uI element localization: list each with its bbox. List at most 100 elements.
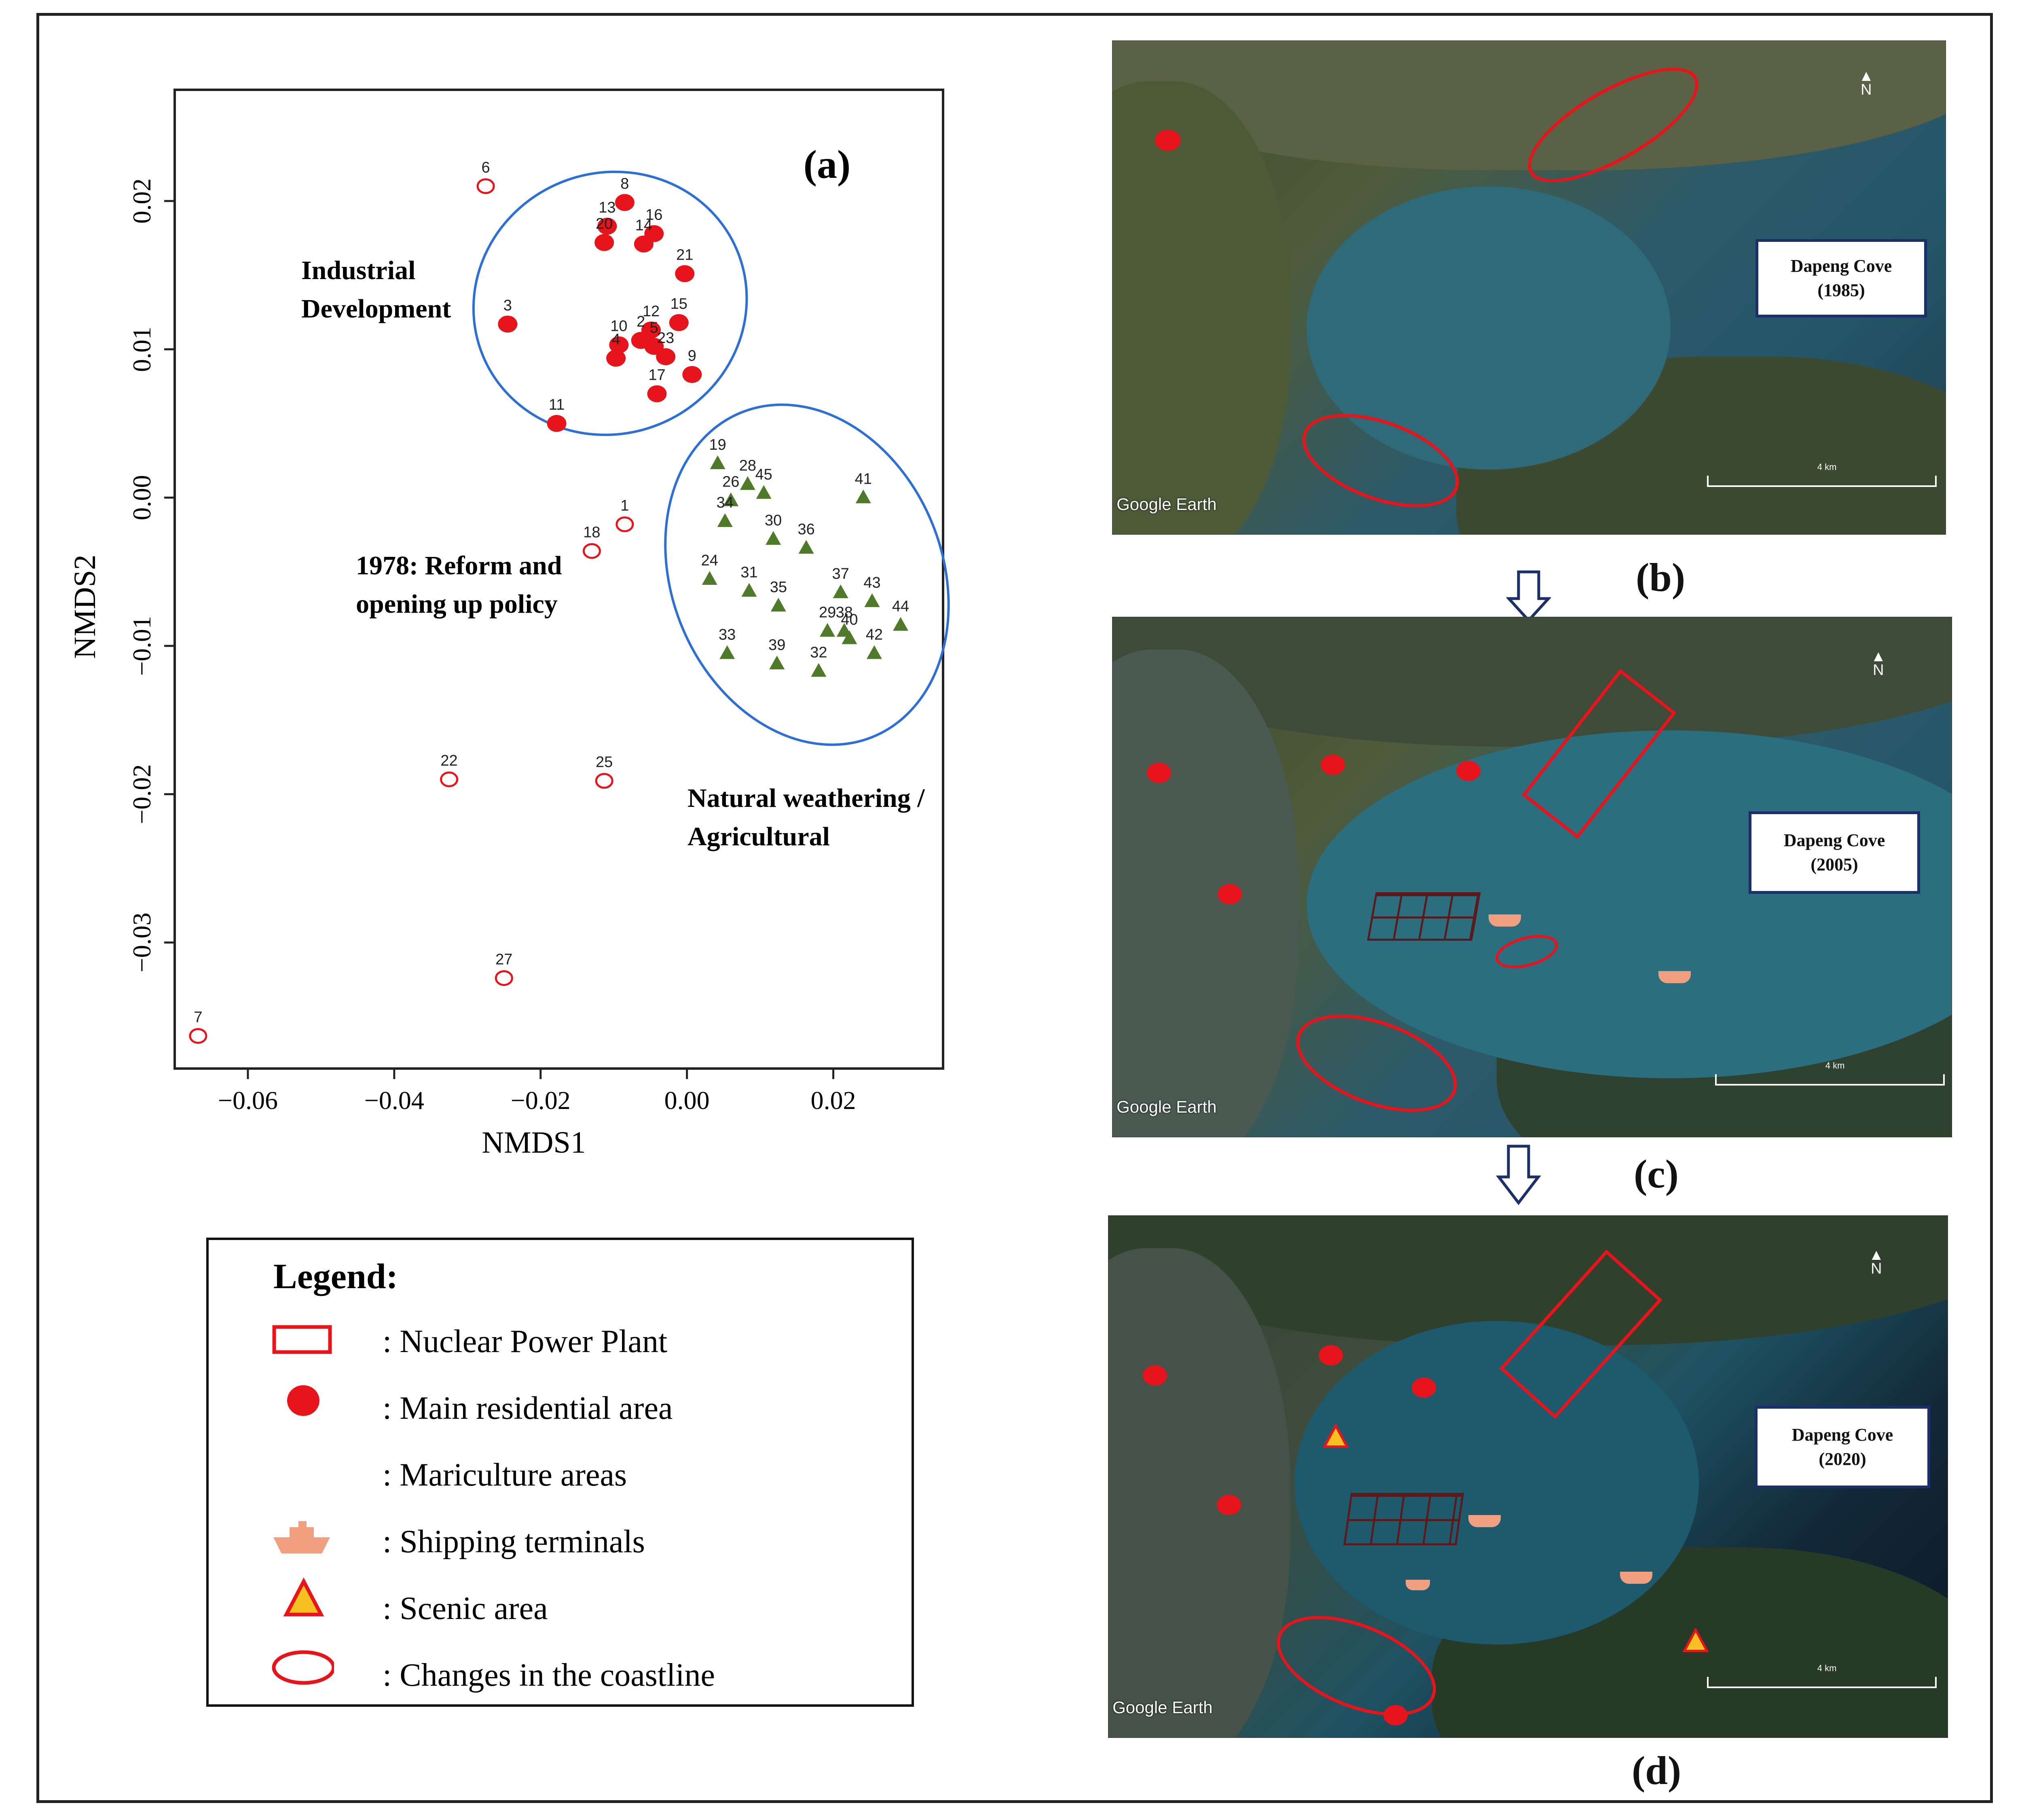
triangle-icon [283, 1577, 324, 1617]
ship-icon [1489, 914, 1521, 927]
annotation-reform-1: 1978: Reform and [356, 551, 562, 580]
annotation-industrial-2: Development [301, 294, 451, 324]
data-point [723, 492, 739, 506]
point-label: 26 [722, 474, 739, 491]
data-point [615, 194, 635, 211]
point-label: 20 [596, 216, 613, 233]
x-tick-label: −0.06 [218, 1086, 278, 1115]
point-label: 21 [676, 247, 693, 264]
data-point [866, 645, 882, 659]
data-point [675, 265, 695, 282]
legend-item-mariculture: : Mariculture areas [209, 1442, 912, 1503]
data-point [833, 584, 848, 598]
map-panel-c: Dapeng Cove (2005) ▲N 4 km Google Earth [1112, 617, 1952, 1137]
legend-item-coastline: : Changes in the coastline [209, 1642, 912, 1703]
point-label: 6 [481, 159, 490, 176]
nmds-scatter-plot: −0.06 −0.04 −0.02 0.00 0.02 0.02 0.01 0.00 −0.01… [68, 89, 950, 1160]
point-label: 30 [765, 512, 782, 529]
map-title-box: Dapeng Cove (1985) [1756, 239, 1927, 317]
data-point [702, 571, 717, 585]
panel-label-d: (d) [1632, 1748, 1681, 1793]
y-axis-label: NMDS2 [68, 554, 102, 659]
legend-label: : Changes in the coastline [383, 1657, 715, 1693]
scenic-area-icon [1683, 1628, 1709, 1652]
annotation-reform-2: opening up policy [356, 589, 558, 619]
ship-icon [1620, 1572, 1652, 1584]
point-label: 3 [503, 297, 512, 314]
x-tick-label: 0.00 [664, 1086, 710, 1115]
legend-item-residential: : Main residential area [209, 1376, 912, 1436]
point-label: 5 [650, 319, 658, 336]
residential-marker [1143, 1365, 1167, 1386]
point-label: 9 [688, 347, 696, 364]
data-point [547, 415, 567, 432]
point-label: 32 [810, 644, 827, 661]
data-point [594, 234, 614, 251]
group-ellipse [664, 403, 950, 746]
north-label: N [1871, 1260, 1882, 1277]
scale-label: 4 km [1817, 462, 1837, 472]
x-tick-label: −0.04 [364, 1086, 424, 1115]
data-point [770, 598, 786, 612]
scale-label: 4 km [1817, 1663, 1837, 1673]
point-label: 4 [612, 331, 620, 348]
ship-icon [273, 1521, 330, 1553]
point-label: 22 [440, 752, 457, 769]
y-tick-label: 0.01 [127, 327, 156, 372]
y-tick-label: 0.02 [127, 178, 156, 224]
group-ellipse [472, 170, 748, 436]
x-tick-label: −0.02 [511, 1086, 571, 1115]
point-label: 44 [892, 598, 909, 615]
data-point [476, 178, 495, 194]
scale-bar: 4 km [1707, 1663, 1937, 1688]
legend-title: Legend: [273, 1257, 398, 1296]
data-point [893, 617, 909, 631]
point-label: 14 [635, 217, 652, 234]
y-tick-label: −0.01 [127, 616, 156, 676]
data-point [634, 235, 654, 253]
data-point [710, 455, 725, 469]
data-point [189, 1028, 207, 1044]
data-point [656, 348, 676, 365]
y-tick-label: −0.02 [127, 764, 156, 824]
down-arrow-icon [1506, 570, 1551, 623]
point-label: 17 [648, 367, 665, 384]
data-point [582, 543, 601, 559]
point-label: 8 [620, 176, 629, 193]
point-label: 31 [740, 564, 757, 581]
x-tick-label: 0.02 [811, 1086, 856, 1115]
scenic-area-icon [1323, 1424, 1349, 1448]
point-label: 43 [863, 574, 880, 591]
map-year: (2005) [1810, 855, 1858, 874]
data-point [769, 656, 785, 669]
north-arrow-icon: ▲N [1859, 68, 1874, 98]
land-west [1113, 650, 1299, 1137]
x-axis-label: NMDS1 [482, 1126, 586, 1160]
mariculture-grid [1367, 892, 1481, 941]
panel-label-c: (c) [1634, 1151, 1679, 1196]
point-label: 28 [739, 457, 756, 474]
point-label: 42 [866, 626, 883, 643]
y-tick-label: −0.03 [127, 912, 156, 972]
land-west [1108, 1248, 1290, 1737]
data-point [644, 338, 664, 355]
scale-bar: 4 km [1707, 462, 1937, 487]
ship-icon [1468, 1515, 1501, 1527]
scale-label: 4 km [1825, 1060, 1845, 1071]
point-label: 37 [832, 565, 849, 582]
map-title: Dapeng Cove [1790, 256, 1892, 276]
point-label: 1 [620, 497, 629, 514]
red-rectangle-outline-icon [272, 1325, 332, 1354]
point-label: 40 [841, 612, 858, 629]
point-label: 35 [770, 579, 787, 596]
data-point [717, 513, 733, 527]
y-tick-label: 0.00 [127, 475, 156, 520]
panel-label-a: (a) [804, 142, 851, 187]
data-point [440, 771, 459, 787]
residential-marker [1321, 755, 1345, 775]
point-label: 39 [768, 637, 785, 654]
point-label: 41 [855, 470, 872, 487]
data-point [756, 485, 772, 499]
legend-label: : Main residential area [383, 1390, 673, 1426]
annotation-natural-2: Agricultural [687, 822, 830, 851]
